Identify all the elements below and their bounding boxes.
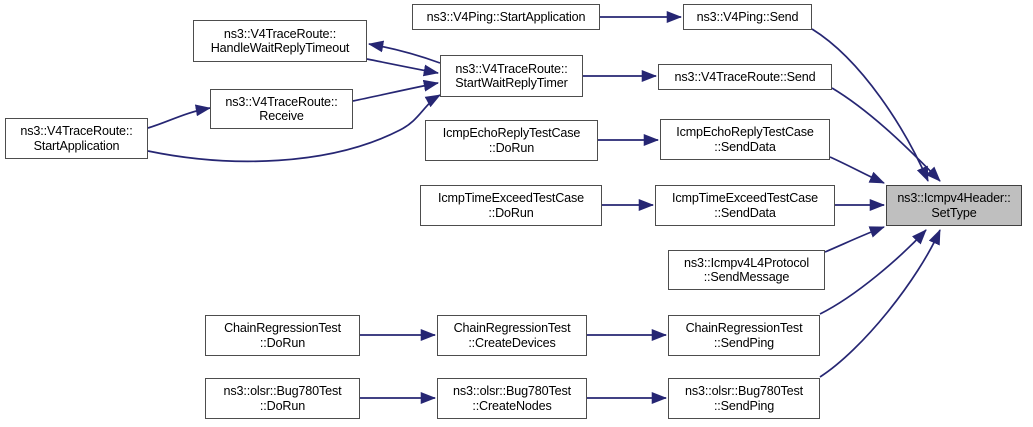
call-edge <box>352 79 440 102</box>
graph-node-icmptimeexceedtestcase-senddata[interactable]: IcmpTimeExceedTestCase ::SendData <box>655 185 835 226</box>
graph-node-icmpechoreplytestcase-dorun[interactable]: IcmpEchoReplyTestCase ::DoRun <box>425 120 598 161</box>
graph-node-label: ChainRegressionTest ::CreateDevices <box>453 321 571 350</box>
graph-node-label: ChainRegressionTest ::DoRun <box>224 321 341 350</box>
call-edge <box>366 58 440 77</box>
graph-node-label: ns3::olsr::Bug780Test ::SendPing <box>685 384 803 413</box>
call-edge <box>367 40 441 64</box>
graph-node-label: ns3::V4TraceRoute:: StartApplication <box>20 124 133 153</box>
graph-node-chainregressiontest-dorun[interactable]: ChainRegressionTest ::DoRun <box>205 315 360 356</box>
graph-node-label: IcmpEchoReplyTestCase ::SendData <box>676 125 814 154</box>
graph-node-label: ChainRegressionTest ::SendPing <box>685 321 803 350</box>
graph-node-chainregressiontest-sendping[interactable]: ChainRegressionTest ::SendPing <box>668 315 820 356</box>
call-edge <box>831 87 941 182</box>
graph-node-label: ns3::V4Ping::Send <box>696 9 799 24</box>
graph-node-icmptimeexceedtestcase-dorun[interactable]: IcmpTimeExceedTestCase ::DoRun <box>420 185 602 226</box>
graph-node-label: ns3::olsr::Bug780Test ::CreateNodes <box>453 384 571 413</box>
graph-node-label: ns3::Icmpv4Header:: SetType <box>897 191 1011 220</box>
graph-node-icmpv4l4protocol-sendmessage[interactable]: ns3::Icmpv4L4Protocol ::SendMessage <box>668 250 825 290</box>
call-edge <box>819 229 941 378</box>
graph-node-label: IcmpTimeExceedTestCase ::DoRun <box>437 191 584 220</box>
graph-node-icmpv4header-settype[interactable]: ns3::Icmpv4Header:: SetType <box>886 185 1022 226</box>
graph-node-chainregressiontest-createdevices[interactable]: ChainRegressionTest ::CreateDevices <box>437 315 587 356</box>
graph-node-v4traceroute-send[interactable]: ns3::V4TraceRoute::Send <box>658 64 832 90</box>
graph-node-label: ns3::V4TraceRoute:: StartWaitReplyTimer <box>455 61 568 90</box>
graph-node-v4traceroute-startwaitreplytimer[interactable]: ns3::V4TraceRoute:: StartWaitReplyTimer <box>440 55 583 97</box>
graph-node-icmpechoreplytestcase-senddata[interactable]: IcmpEchoReplyTestCase ::SendData <box>660 119 830 160</box>
graph-node-label: ns3::olsr::Bug780Test ::DoRun <box>223 384 342 413</box>
graph-node-label: ns3::V4TraceRoute:: Receive <box>225 94 338 123</box>
graph-node-label: ns3::V4TraceRoute:: HandleWaitReplyTimeo… <box>210 26 350 55</box>
graph-node-label: ns3::V4Ping::StartApplication <box>426 9 586 24</box>
graph-node-label: IcmpTimeExceedTestCase ::SendData <box>671 191 818 220</box>
graph-node-olsr-bug780test-sendping[interactable]: ns3::olsr::Bug780Test ::SendPing <box>668 378 820 419</box>
graph-node-v4ping-startapplication[interactable]: ns3::V4Ping::StartApplication <box>412 4 600 30</box>
call-edge <box>147 104 212 129</box>
call-edge <box>819 229 927 315</box>
graph-node-v4traceroute-receive[interactable]: ns3::V4TraceRoute:: Receive <box>210 89 353 129</box>
call-edge <box>824 226 885 253</box>
graph-node-olsr-bug780test-dorun[interactable]: ns3::olsr::Bug780Test ::DoRun <box>205 378 360 419</box>
graph-node-v4traceroute-startapplication[interactable]: ns3::V4TraceRoute:: StartApplication <box>5 118 148 159</box>
graph-node-label: ns3::Icmpv4L4Protocol ::SendMessage <box>684 255 809 284</box>
call-edge <box>829 156 885 184</box>
graph-node-label: IcmpEchoReplyTestCase ::DoRun <box>442 126 581 155</box>
graph-node-label: ns3::V4TraceRoute::Send <box>674 69 816 84</box>
graph-node-v4traceroute-handlewaitreplytimeout[interactable]: ns3::V4TraceRoute:: HandleWaitReplyTimeo… <box>193 20 367 62</box>
graph-node-v4ping-send[interactable]: ns3::V4Ping::Send <box>683 4 812 30</box>
graph-node-olsr-bug780test-createnodes[interactable]: ns3::olsr::Bug780Test ::CreateNodes <box>437 378 587 419</box>
